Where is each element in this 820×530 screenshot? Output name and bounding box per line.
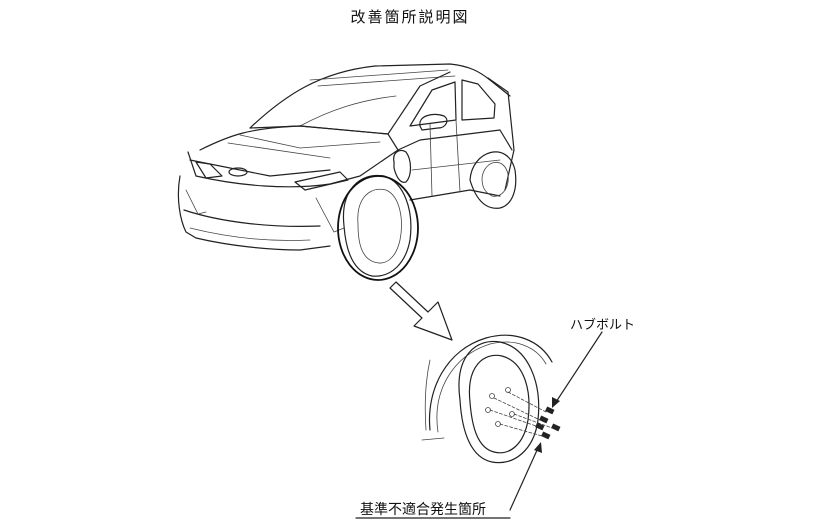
hub-bolt-leader-arrow — [552, 331, 603, 408]
defect-leader-arrow — [509, 442, 542, 511]
hub-bolt-icon — [535, 406, 561, 440]
zoom-arrow-icon — [389, 281, 453, 341]
wheel-detail-illustration — [421, 334, 561, 464]
defect-location-label: 基準不適合発生箇所 — [360, 502, 486, 518]
diagram-title: 改善箇所説明図 — [350, 8, 470, 26]
car-illustration — [177, 63, 517, 281]
hub-bolt-label: ハブボルト — [570, 318, 636, 333]
